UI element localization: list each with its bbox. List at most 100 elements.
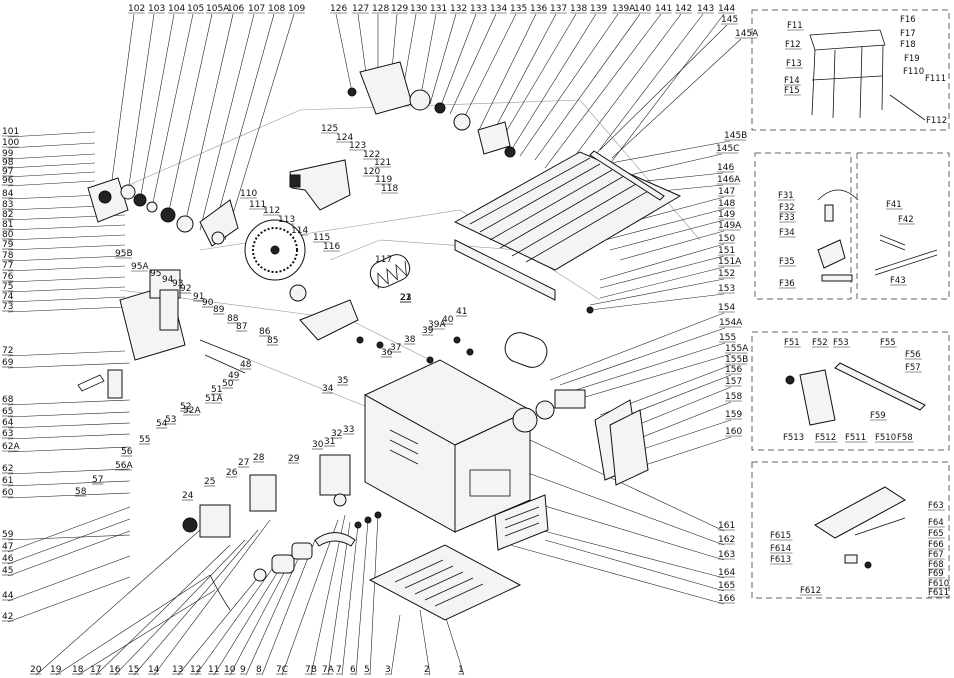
leader-line: [7, 153, 96, 160]
leader-line: [499, 13, 577, 143]
part-label: 145B: [724, 131, 747, 141]
motor-housing: [347, 61, 516, 158]
part-label: F32: [779, 203, 795, 213]
part-label: 23: [400, 293, 411, 303]
leader-line: [213, 559, 286, 676]
part-label: 157: [725, 377, 742, 387]
part-label: 39: [422, 326, 434, 336]
part-label: 138: [570, 4, 587, 14]
leader-line: [489, 13, 557, 139]
part-label: F33: [779, 213, 795, 223]
part-label: F68: [928, 560, 944, 570]
part-label: 50: [222, 379, 234, 389]
part-label: 3: [385, 665, 391, 675]
part-label: F610: [928, 579, 949, 589]
leader-line: [599, 24, 728, 151]
leader-line: [599, 255, 725, 289]
leader-line: [327, 521, 351, 676]
part-label: 147: [718, 187, 735, 197]
part-label: F63: [928, 501, 944, 511]
inset-stand: [751, 9, 950, 131]
part-label: F110: [903, 67, 924, 77]
part-label: F510: [875, 433, 896, 443]
leader-line: [7, 162, 96, 169]
part-label: 112: [263, 206, 280, 216]
leader-line: [139, 13, 175, 201]
part-label: 73: [2, 302, 13, 312]
leader-line: [7, 350, 126, 357]
part-label: F43: [890, 276, 906, 286]
part-label: 31: [324, 437, 335, 447]
part-label: 132: [450, 4, 467, 14]
leader-line: [151, 13, 194, 208]
part-label: 42: [2, 612, 13, 622]
part-label: 162: [718, 535, 735, 545]
inset-miter: [751, 461, 950, 599]
part-label: 113: [278, 215, 295, 225]
leader-line: [7, 480, 131, 487]
part-label: 61: [2, 476, 13, 486]
leader-line: [539, 529, 725, 579]
part-label: 95: [150, 269, 161, 279]
part-label: 81: [2, 220, 13, 230]
part-label: F111: [925, 74, 946, 84]
part-label: 88: [227, 314, 239, 324]
part-label: 127: [352, 4, 369, 14]
part-label: 47: [2, 542, 13, 552]
leader-line: [444, 614, 465, 676]
leader-line: [419, 609, 431, 676]
leader-line: [519, 13, 619, 157]
leader-line: [7, 555, 131, 602]
part-label: F611: [928, 588, 949, 598]
part-label: 95A: [131, 262, 149, 272]
part-label: 11: [208, 665, 219, 675]
part-label: F614: [770, 544, 791, 554]
return-spring: [369, 254, 411, 289]
leader-line: [7, 506, 131, 553]
part-label: 78: [2, 251, 14, 261]
part-label: 18: [72, 665, 84, 675]
inset-fence: [751, 331, 950, 451]
part-label: F17: [900, 29, 916, 39]
part-label: F34: [779, 228, 795, 238]
part-label: 56A: [115, 461, 133, 471]
leader-line: [7, 468, 131, 475]
leader-line: [7, 265, 126, 272]
part-label: 54: [156, 419, 168, 429]
side-panel: [594, 399, 649, 486]
part-label: 152: [718, 269, 735, 279]
part-label: 74: [2, 292, 14, 302]
part-label: 44: [2, 591, 14, 601]
part-label: 106: [227, 4, 244, 14]
leader-line: [261, 539, 316, 676]
guard-drawing: [817, 189, 859, 282]
part-label: 160: [725, 427, 742, 437]
leader-lines: [2, 12, 951, 676]
bevel-bracket-assembly: [77, 269, 251, 399]
part-label: 137: [550, 4, 567, 14]
part-label: 7: [336, 665, 342, 675]
leader-line: [509, 13, 597, 153]
part-label: 83: [2, 200, 13, 210]
rear-bracket: [494, 494, 549, 551]
leader-line: [7, 306, 126, 313]
part-label: 64: [2, 418, 14, 428]
part-label: 156: [725, 365, 742, 375]
leader-line: [509, 544, 725, 605]
leader-line: [519, 469, 725, 546]
leader-line: [7, 224, 126, 231]
part-label: 151: [718, 246, 735, 256]
leader-line: [639, 419, 732, 451]
part-label: 79: [2, 240, 14, 250]
part-label: F11: [787, 21, 803, 31]
leader-line: [599, 243, 725, 281]
leader-line: [609, 219, 725, 251]
leader-line: [624, 386, 732, 431]
part-label: 139: [590, 4, 607, 14]
saw-blade: [244, 219, 306, 281]
part-label: 25: [204, 477, 215, 487]
leader-line: [211, 13, 275, 237]
part-label: F58: [897, 433, 913, 443]
part-label: 131: [430, 4, 447, 14]
part-label: F12: [785, 40, 801, 50]
